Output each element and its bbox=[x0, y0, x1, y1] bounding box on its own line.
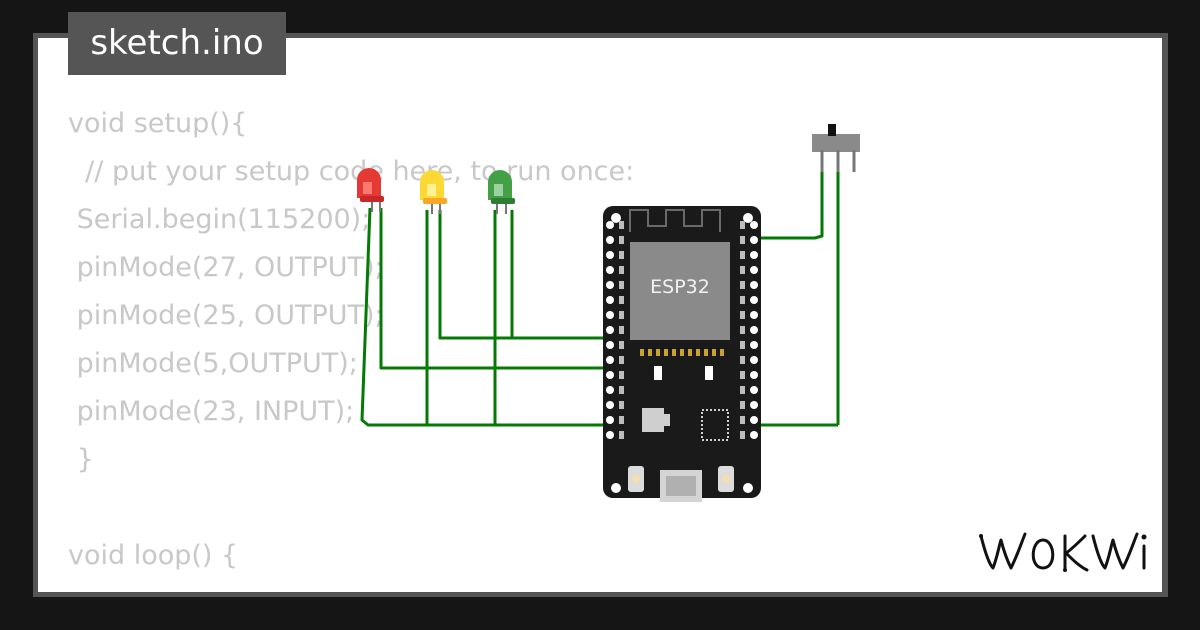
code-line: void loop() { bbox=[68, 540, 239, 571]
wokwi-logo-icon bbox=[979, 532, 1147, 572]
code-line: pinMode(25, OUTPUT); bbox=[68, 300, 384, 331]
code-line: pinMode(27, OUTPUT); bbox=[68, 252, 384, 283]
right-pin-header bbox=[750, 221, 758, 439]
slide-switch-icon[interactable] bbox=[812, 124, 860, 172]
code-line: } bbox=[68, 444, 94, 475]
code-line: Serial.begin(115200); bbox=[68, 204, 371, 235]
code-line: pinMode(23, INPUT); bbox=[68, 396, 355, 427]
code-line: pinMode(5,OUTPUT); bbox=[68, 348, 358, 379]
wire-red-led-d27 bbox=[379, 208, 610, 370]
esp32-module bbox=[630, 242, 730, 340]
red-led-icon[interactable] bbox=[357, 168, 384, 212]
code-editor-background: void setup(){ // put your setup code her… bbox=[68, 100, 634, 580]
yellow-led-icon[interactable] bbox=[420, 170, 447, 214]
file-tab[interactable]: sketch.ino bbox=[68, 12, 286, 75]
wires bbox=[360, 172, 840, 427]
left-pin-header bbox=[606, 221, 614, 439]
diagram-canvas: void setup(){ // put your setup code her… bbox=[38, 38, 1162, 592]
wire-switch-d23 bbox=[752, 172, 824, 240]
green-led-icon[interactable] bbox=[488, 170, 515, 214]
esp32-label: ESP32 bbox=[650, 276, 710, 298]
wire-red-led-gnd bbox=[360, 207, 838, 427]
code-line: void setup(){ bbox=[68, 108, 248, 139]
esp32-board[interactable]: ESP32 bbox=[603, 206, 761, 502]
code-line: // put your setup code here, to run once… bbox=[68, 156, 635, 187]
